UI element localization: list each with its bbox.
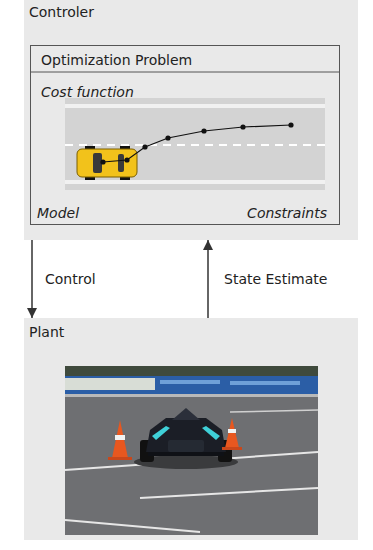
optimization-box: Optimization ProblemCost functionModel Co… [30,45,340,225]
asphalt-dark [65,397,318,535]
cone-base [108,457,132,460]
section-label: Model [37,205,79,221]
car-wheel [140,440,154,462]
section-label: Constraints [247,205,327,221]
cone-base [222,447,242,450]
track-line [65,520,200,532]
wheel [85,146,95,151]
race-car-photo [65,366,318,535]
wheel [120,175,130,180]
car-accent [152,426,170,440]
car-accent [202,426,220,440]
wheel [120,146,130,151]
cone [225,418,239,448]
plant-panel: Plant [24,318,358,540]
road [65,98,325,190]
wheel [85,175,95,180]
controller-panel: ControlerOptimization ProblemCost functi… [24,0,358,240]
grass [292,394,318,430]
state-estimate-arrow [207,240,209,318]
trajectory-point [100,159,105,164]
road-edge [65,104,325,108]
edge-label: Control [45,271,96,287]
track-line [230,410,318,412]
barrier [65,376,318,394]
trajectory [103,125,291,162]
car-wing [148,452,224,456]
car-cockpit [172,408,200,420]
car-nose [168,440,204,452]
car-wheel [218,440,232,462]
banner [65,378,155,390]
trajectory-point [240,124,245,129]
cone [112,420,128,458]
banner-stripe [230,381,300,385]
track-line [140,488,318,498]
cone-band [228,429,236,433]
car-body [146,418,226,452]
asphalt [65,366,318,535]
trees [65,366,318,376]
car-body [77,149,137,177]
kerb [65,394,318,397]
trajectory-point [124,157,129,162]
panel-title: Controler [29,4,94,20]
road-illustration [65,98,325,190]
car-window [93,153,102,173]
trajectory-point [288,122,293,127]
section-label: Cost function [41,84,134,100]
car-shadow [134,455,238,469]
cone-band [115,435,125,440]
trajectory-point [142,144,147,149]
panel-title: Plant [29,324,64,340]
center-line [65,144,325,146]
track-line [65,452,318,470]
control-arrow [31,240,33,318]
header-separator [30,72,340,73]
edge-label: State Estimate [224,271,327,287]
trajectory-point [165,135,170,140]
road-edge [65,180,325,184]
trajectory-point [201,128,206,133]
box-title: Optimization Problem [41,52,192,68]
banner-stripe [160,380,220,384]
car-window [118,154,124,172]
